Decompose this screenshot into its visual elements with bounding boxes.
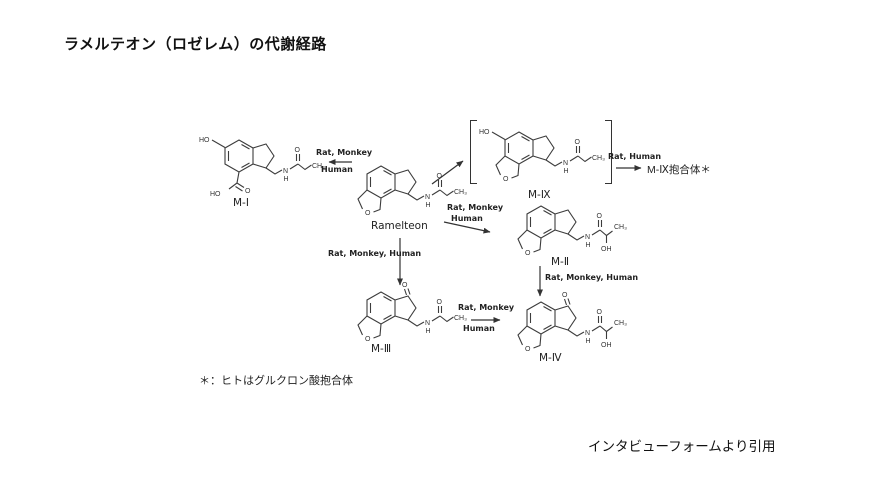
arrow-label-ram-m2-2: Human <box>451 214 483 223</box>
arrow-label-m9-conj: Rat, Human <box>608 152 662 161</box>
bracket-right-icon <box>605 120 612 184</box>
arrow-label-ram-m3: Rat, Monkey, Human <box>328 249 422 258</box>
citation-text: インタビューフォームより引用 <box>588 439 776 454</box>
compound-label-m3: M-Ⅲ <box>371 343 392 355</box>
atom-ho-acid-icon: HO <box>210 191 221 198</box>
m1-structure: HO O HO <box>199 137 326 198</box>
m2-structure <box>498 192 628 264</box>
m4-structure <box>498 291 628 360</box>
compound-m3 <box>338 278 468 350</box>
arrow-label-m3-m4-2: Human <box>463 324 495 333</box>
compound-label-m4: M-Ⅳ <box>539 352 562 364</box>
atom-ho-icon: HO <box>199 137 210 144</box>
bracket-left-icon <box>470 120 477 184</box>
compound-label-ramelteon: Ramelteon <box>371 220 428 232</box>
m9-structure: HO <box>479 129 606 190</box>
ramelteon-structure <box>338 152 468 224</box>
m3-structure <box>338 281 468 350</box>
atom-o-acid-icon: O <box>245 188 251 195</box>
arrow-label-m3-m4-1: Rat, Monkey <box>458 303 515 312</box>
arrow-label-ram-m1-1: Rat, Monkey <box>316 148 373 157</box>
compound-ramelteon <box>338 152 468 224</box>
compound-m2 <box>498 192 628 264</box>
atom-ho-icon: HO <box>479 129 490 136</box>
compound-label-m2: M-Ⅱ <box>551 256 570 268</box>
compound-m4 <box>498 288 628 360</box>
compound-label-m9-conjugate: M-Ⅸ抱合体＊ <box>647 164 711 176</box>
footnote: ＊：ヒトはグルクロン酸抱合体 <box>199 375 353 387</box>
arrow-label-ram-m2-1: Rat, Monkey <box>447 203 504 212</box>
page-title: ラメルテオン（ロゼレム）の代謝経路 <box>64 36 327 53</box>
arrow-label-ram-m1-2: Human <box>321 165 353 174</box>
compound-label-m1: M-Ⅰ <box>233 197 249 209</box>
compound-label-m9: M-Ⅸ <box>528 189 551 201</box>
arrow-label-m2-m4: Rat, Monkey, Human <box>545 273 639 282</box>
compound-m1: HO O HO <box>196 126 326 198</box>
compound-m9: HO <box>470 118 612 190</box>
